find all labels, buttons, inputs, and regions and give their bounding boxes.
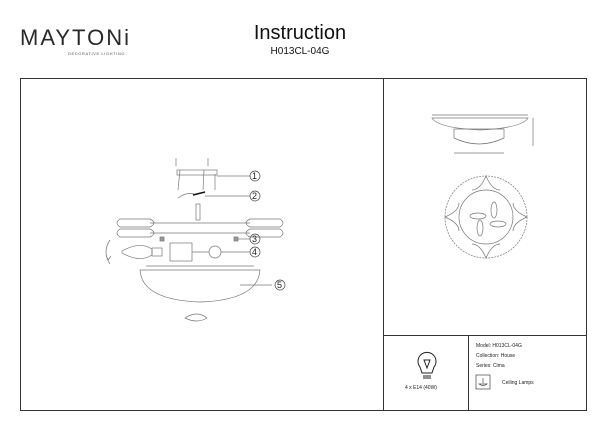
series-spec: Series: Cima [476,363,505,369]
model-code: H013CL-04G [270,46,330,57]
top-view [444,175,528,259]
model-spec: Model: H013CL-04G [476,343,522,349]
bulb-spec: 4 x E14 (40W) [405,385,437,391]
part-label: 2 [252,191,258,201]
category-label: Ceiling Lamps [502,380,534,386]
mounting-bracket [175,158,218,191]
divider [383,335,587,336]
page-title: Instruction [253,22,347,44]
drawing-frame [20,78,587,411]
divider [468,335,469,411]
brand-logo: MAYTONi [20,25,131,50]
part-label: 1 [252,171,258,181]
part-label: 4 [252,247,258,257]
bulb-icon [417,351,437,379]
side-view [431,114,534,154]
ceiling-lamp-icon [475,374,491,390]
divider [383,78,384,411]
part-label: 3 [252,234,258,244]
part-label: 5 [277,280,283,290]
brand-tagline: DECORATIVE LIGHTING [68,51,126,56]
collection-spec: Collection: House [476,353,516,359]
